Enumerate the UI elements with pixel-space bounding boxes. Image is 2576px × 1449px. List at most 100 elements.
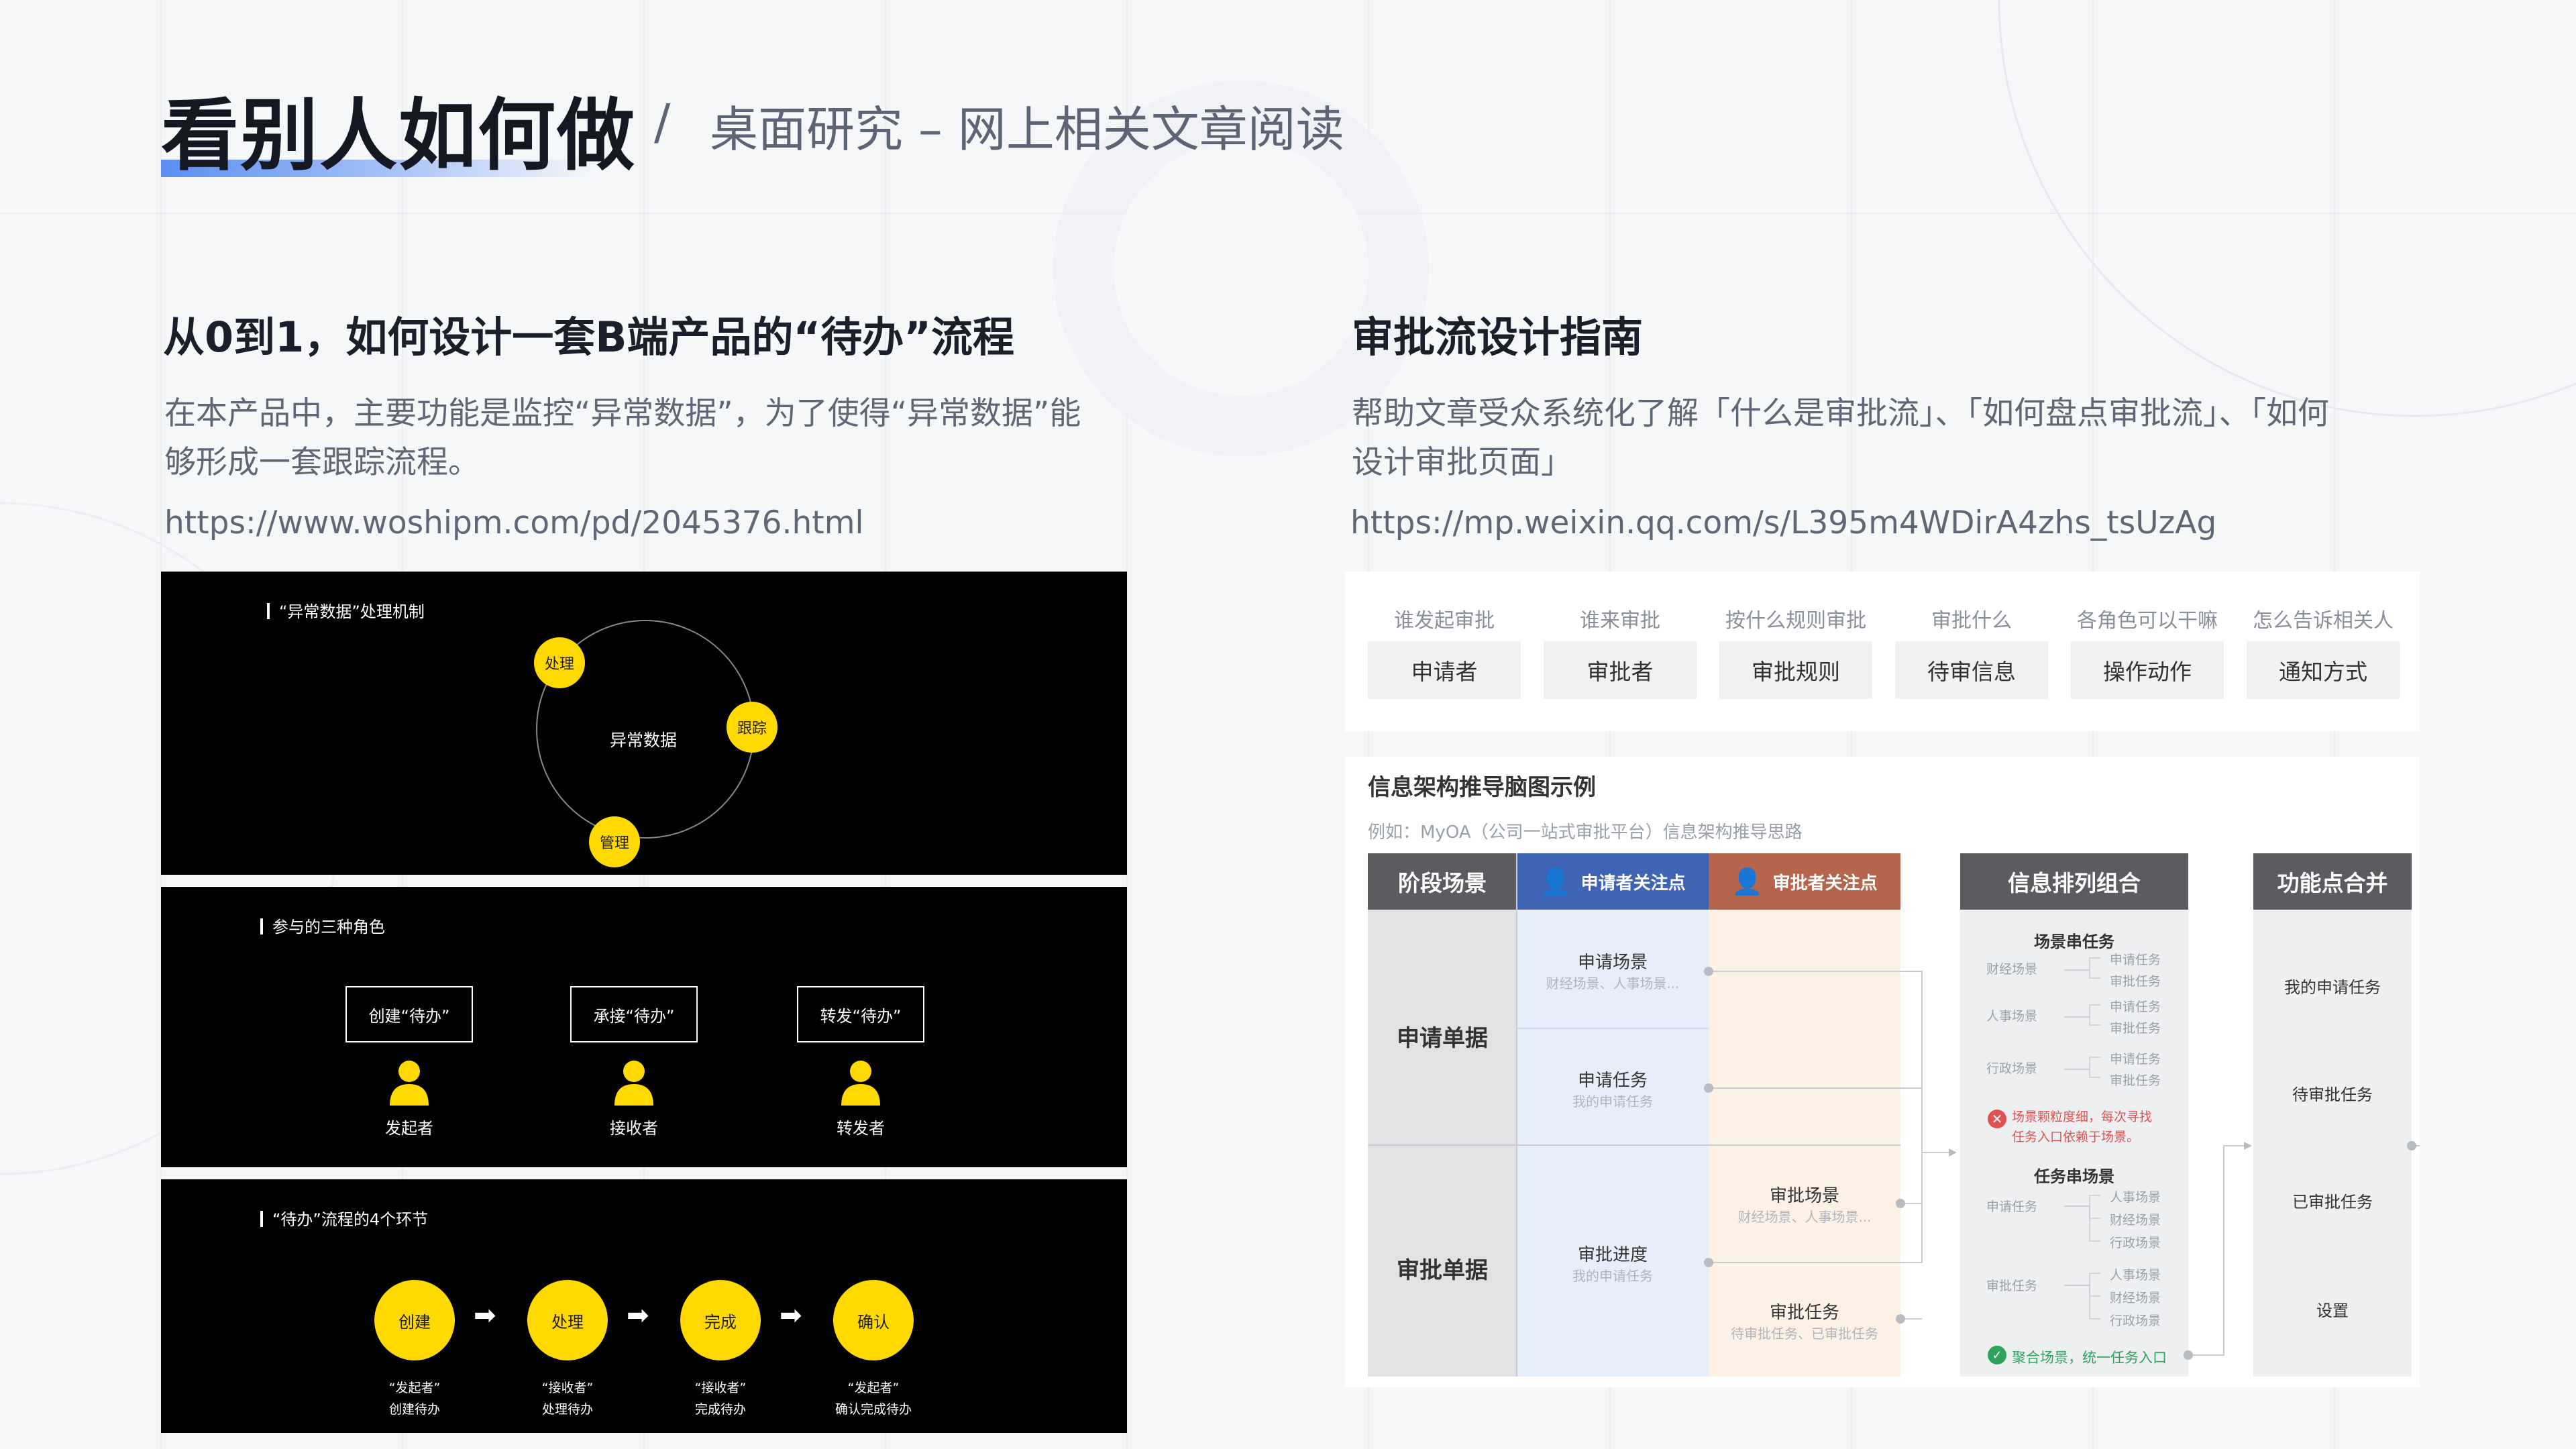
step-action: 创建待办 — [388, 1402, 440, 1417]
merge-item: 已审批任务 — [2292, 1193, 2373, 1212]
header-combo: 信息排列组合 — [1960, 853, 2188, 910]
step-action: 完成待办 — [694, 1402, 746, 1417]
panel-three-roles: 参与的三种角色 创建“待办” 发起者 承接“待办” 接收者 转发“待办” 转发者 — [161, 887, 1127, 1167]
panel-exception-mechanism: “异常数据”处理机制 异常数据 处理 跟踪 管理 — [161, 572, 1127, 875]
approver-column — [1709, 853, 1900, 1377]
step-process: 处理 — [527, 1280, 608, 1360]
step-create: 创建 — [374, 1280, 455, 1360]
combo-task-left: 申请任务 — [1986, 1199, 2038, 1214]
combo-task-left: 审批任务 — [1986, 1279, 2038, 1293]
applicant-item-title: 申请场景 — [1577, 953, 1648, 973]
header-applicant-label: 申请者关注点 — [1580, 873, 1686, 894]
combo-scene-b: 审批任务 — [2110, 974, 2161, 989]
title-separator: / — [654, 94, 671, 150]
role-box-forward: 转发“待办” — [797, 986, 924, 1042]
role-answer: 操作动作 — [2071, 641, 2224, 699]
header-applicant: 👤 申请者关注点 — [1517, 853, 1709, 910]
step-action: 处理待办 — [541, 1402, 593, 1417]
combo-ok-text: 聚合场景，统一任务入口 — [2012, 1350, 2167, 1366]
step-action: 确认完成待办 — [835, 1402, 912, 1417]
combo-scene-b: 审批任务 — [2110, 1073, 2161, 1088]
combo-scene-a: 申请任务 — [2110, 1052, 2161, 1067]
person-icon — [390, 1061, 429, 1106]
applicant-item-sub: 财经场景、人事场景... — [1546, 975, 1680, 991]
role-answer: 申请者 — [1368, 641, 1521, 699]
combo-scene-a: 申请任务 — [2110, 1000, 2161, 1014]
role-answer: 待审信息 — [1895, 641, 2048, 699]
header-stage: 阶段场景 — [1368, 853, 1517, 910]
role-name-forwarder: 转发者 — [837, 1119, 885, 1138]
arrow-right-icon: ➡ — [780, 1300, 802, 1331]
person-icon — [614, 1061, 653, 1106]
approver-item-title: 审批场景 — [1769, 1186, 1839, 1206]
left-article-title: 从0到1，如何设计一套B端产品的“待办”流程 — [163, 313, 1015, 362]
mindmap-connectors — [1704, 957, 2420, 1360]
step-actor: “发起者” — [388, 1381, 441, 1395]
role-question: 审批什么 — [1931, 609, 2012, 633]
combo-task-item: 财经场景 — [2110, 1291, 2161, 1305]
left-article-desc-1: 在本产品中，主要功能是监控“异常数据”，为了使得“异常数据”能 — [164, 395, 1081, 432]
approver-item-sub: 待审批任务、已审批任务 — [1731, 1326, 1878, 1342]
applicant-item-title: 审批进度 — [1577, 1245, 1648, 1265]
role-answer: 审批规则 — [1719, 641, 1872, 699]
approver-item-sub: 财经场景、人事场景... — [1737, 1209, 1872, 1225]
row-divider — [1517, 1028, 1709, 1029]
cycle-node-track: 跟踪 — [727, 702, 777, 753]
user-icon: 👤 — [1540, 866, 1572, 896]
combo-scene-a: 申请任务 — [2110, 953, 2161, 967]
right-article-title: 审批流设计指南 — [1352, 313, 1644, 362]
cycle-center-label: 异常数据 — [610, 731, 678, 750]
right-article-desc-2: 设计审批页面」 — [1352, 444, 1572, 481]
left-article-link[interactable]: https://www.woshipm.com/pd/2045376.html — [164, 504, 864, 541]
role-name-receiver: 接收者 — [610, 1119, 658, 1138]
approver-item-title: 审批任务 — [1769, 1303, 1839, 1323]
mindmap-subtitle: 例如：MyOA（公司一站式审批平台）信息架构推导思路 — [1368, 822, 1803, 843]
applicant-item-title: 申请任务 — [1577, 1071, 1648, 1091]
role-question: 谁来审批 — [1580, 609, 1660, 633]
merge-item: 我的申请任务 — [2284, 978, 2381, 997]
combo-scene-left: 行政场景 — [1986, 1061, 2038, 1076]
combo-task-item: 行政场景 — [2110, 1313, 2161, 1328]
role-question: 按什么规则审批 — [1725, 609, 1866, 633]
stage-approve: 审批单据 — [1397, 1257, 1488, 1284]
stage-column — [1368, 853, 1517, 1377]
role-name-initiator: 发起者 — [385, 1119, 433, 1138]
user-icon: 👤 — [1731, 866, 1764, 896]
combo-scene-title: 场景串任务 — [2034, 932, 2114, 951]
merge-item: 设置 — [2316, 1301, 2349, 1320]
right-article-link[interactable]: https://mp.weixin.qq.com/s/L395m4WDirA4z… — [1350, 504, 2217, 541]
combo-task-item: 人事场景 — [2110, 1190, 2161, 1205]
applicant-item-sub: 我的申请任务 — [1572, 1093, 1653, 1110]
left-article-desc-2: 够形成一套跟踪流程。 — [164, 444, 480, 481]
warning-icon: ✕ — [1988, 1110, 2006, 1128]
mindmap-card: 信息架构推导脑图示例 例如：MyOA（公司一站式审批平台）信息架构推导思路 阶段… — [1345, 757, 2420, 1387]
header-approver-label: 审批者关注点 — [1772, 873, 1878, 894]
title-underline — [161, 160, 597, 177]
combo-scene-left: 人事场景 — [1986, 1009, 2038, 1024]
stage-apply: 申请单据 — [1397, 1025, 1488, 1052]
merge-column — [2253, 853, 2412, 1377]
role-answer: 通知方式 — [2247, 641, 2400, 699]
header-approver: 👤 审批者关注点 — [1709, 853, 1900, 910]
stage-divider — [1368, 1144, 1900, 1146]
combo-scene-b: 审批任务 — [2110, 1021, 2161, 1036]
panel-four-steps: “待办”流程的4个环节 创建 “发起者” 创建待办 ➡ 处理 “接收者” 处理待… — [161, 1179, 1127, 1433]
combo-task-item: 财经场景 — [2110, 1213, 2161, 1228]
arrow-right-icon: ➡ — [474, 1300, 496, 1331]
check-icon: ✓ — [1988, 1346, 2006, 1364]
cycle-node-process: 处理 — [534, 637, 585, 688]
panel3-label: “待办”流程的4个环节 — [260, 1206, 428, 1230]
step-actor: “发起者” — [847, 1381, 900, 1395]
applicant-column — [1517, 853, 1709, 1377]
applicant-item-sub: 我的申请任务 — [1572, 1268, 1653, 1284]
header-merge: 功能点合并 — [2253, 853, 2412, 910]
combo-task-item: 人事场景 — [2110, 1268, 2161, 1283]
combo-scene-left: 财经场景 — [1986, 962, 2038, 977]
combo-task-title: 任务串场景 — [2034, 1167, 2114, 1186]
role-question: 怎么告诉相关人 — [2253, 609, 2394, 633]
page-subtitle: 桌面研究 – 网上相关文章阅读 — [710, 101, 1344, 158]
person-icon — [841, 1061, 880, 1106]
mindmap-title: 信息架构推导脑图示例 — [1368, 774, 1596, 801]
role-answer: 审批者 — [1544, 641, 1697, 699]
